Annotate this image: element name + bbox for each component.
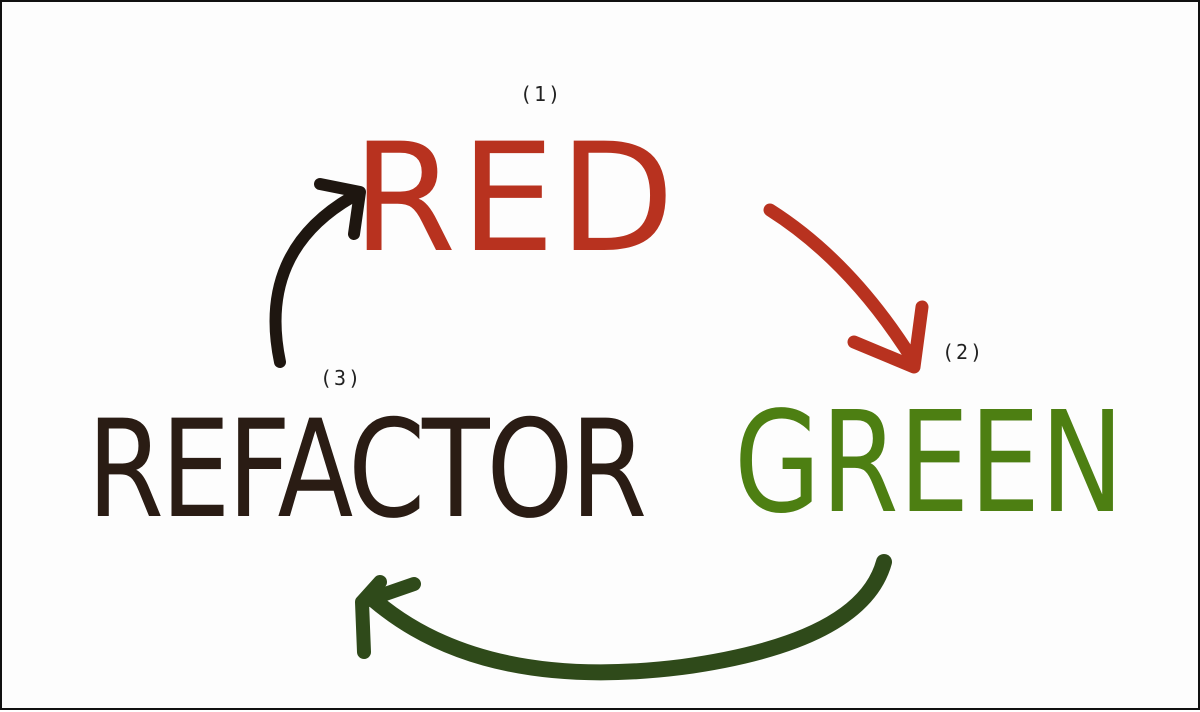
step-label-green: GREEN [734,382,1124,545]
step-label-refactor: REFACTOR [87,391,647,548]
arrow-refactor-to-red-head [314,178,366,240]
step-number-1: (1) [520,82,563,106]
arrow-red-to-green-head [847,300,929,374]
arrow-red-to-green [763,203,921,369]
arrow-refactor-to-red [269,191,358,368]
step-number-3: (3) [320,366,363,390]
step-number-2: (2) [942,340,985,364]
arrow-green-to-refactor-head [355,575,421,659]
step-label-red: RED [352,112,679,286]
arrow-green-to-refactor [366,554,892,681]
